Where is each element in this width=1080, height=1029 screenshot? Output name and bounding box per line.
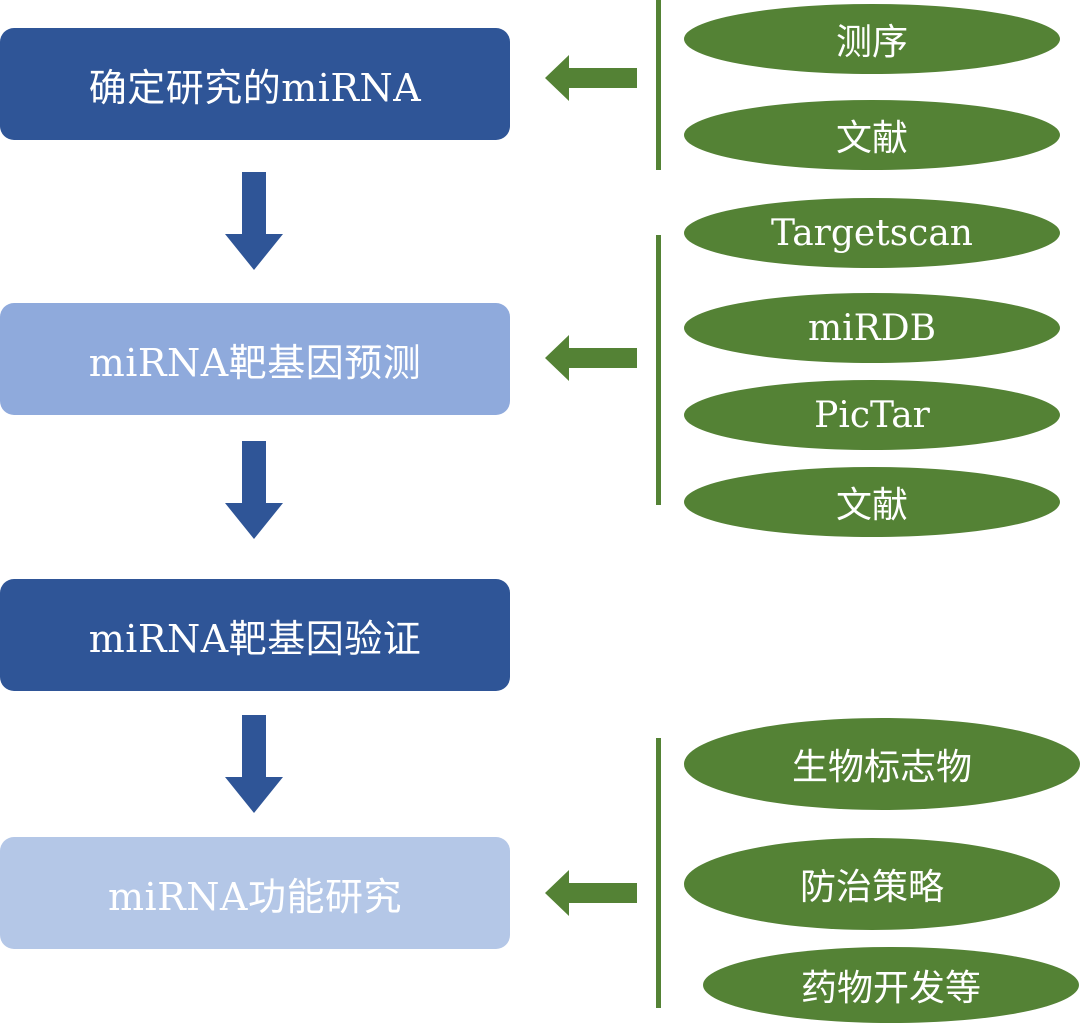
source-pill-literature-2: 文献 (684, 467, 1060, 537)
source-pill-literature-2-label: 文献 (835, 485, 908, 526)
source-pill-mirdb: miRDB (684, 293, 1060, 363)
step-function-study: miRNA功能研究 (0, 837, 510, 949)
bracket-predict (656, 235, 661, 505)
step-target-validation-label: miRNA靶基因验证 (88, 616, 422, 661)
source-pill-sequencing: 测序 (684, 4, 1060, 74)
down-arrow-2 (225, 441, 283, 539)
step-function-study-label: miRNA功能研究 (108, 874, 402, 919)
bracket-identify (656, 0, 661, 170)
step-identify-mirna: 确定研究的miRNA (0, 28, 510, 140)
source-pill-sequencing-label: 测序 (835, 22, 908, 63)
source-pill-mirdb-label: miRDB (807, 307, 937, 349)
application-pill-drug-development: 药物开发等 (703, 947, 1079, 1023)
left-arrow-2 (545, 335, 637, 381)
step-identify-mirna-label: 确定研究的miRNA (88, 65, 422, 110)
source-pill-pictar-label: PicTar (814, 394, 930, 436)
down-arrow-3 (225, 715, 283, 813)
application-pill-biomarker-label: 生物标志物 (791, 747, 972, 788)
step-target-prediction: miRNA靶基因预测 (0, 303, 510, 415)
application-pill-prevention: 防治策略 (684, 838, 1060, 930)
source-pill-pictar: PicTar (684, 380, 1060, 450)
application-pill-drug-development-label: 药物开发等 (800, 968, 981, 1009)
bracket-function (656, 738, 661, 1008)
application-pill-biomarker: 生物标志物 (684, 718, 1080, 810)
step-target-prediction-label: miRNA靶基因预测 (88, 340, 422, 385)
source-pill-targetscan: Targetscan (684, 198, 1060, 268)
left-arrow-3 (545, 870, 637, 916)
source-pill-literature-1: 文献 (684, 100, 1060, 170)
source-pill-literature-1-label: 文献 (835, 118, 908, 159)
source-pill-targetscan-label: Targetscan (771, 212, 973, 254)
application-pill-prevention-label: 防治策略 (799, 867, 944, 908)
down-arrow-1 (225, 172, 283, 270)
left-arrow-1 (545, 55, 637, 101)
step-target-validation: miRNA靶基因验证 (0, 579, 510, 691)
